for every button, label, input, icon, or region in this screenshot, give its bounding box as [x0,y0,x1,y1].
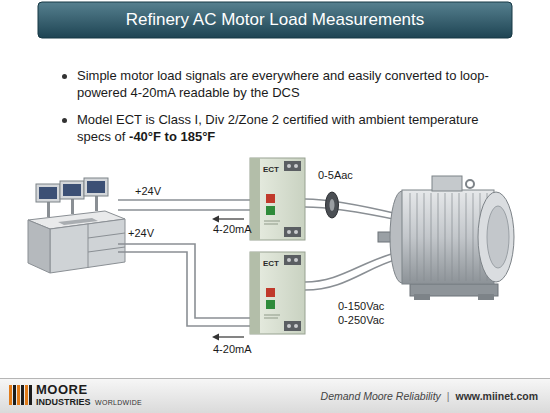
input-range: 0-5Aac [318,169,353,181]
model-label: ECT [263,259,279,268]
logo-text: INDUSTRIES [36,397,91,407]
input-range: 0-250Vac [338,314,384,326]
slide-title: Refinery AC Motor Load Measurements [38,2,512,38]
supply-voltage: +24V [135,185,161,197]
computer-workstation [28,178,125,273]
footer-tagline: Demand Moore Reliability | www.miinet.com [321,390,538,402]
bullet-text: -40°F to 185°F [129,129,215,144]
ac-motor [378,176,514,300]
bullet-dot [62,118,67,123]
title-bar [38,2,512,38]
signal-name: 4-20mA [213,343,252,355]
signal-module: ECT [250,252,305,334]
model-label: ECT [263,165,279,174]
title-text: Refinery AC Motor Load Measurements [126,10,425,30]
signal-name: 4-20mA [213,223,252,235]
tagline: Demand Moore Reliability [321,390,441,402]
footer-band [0,378,550,413]
bullet-text: Simple motor load signals are everywhere… [77,67,509,101]
web-address: www.miinet.com [456,390,538,402]
logo-text: MOORE [36,382,88,397]
signal-wires [118,200,250,326]
bullet-text: Simple motor load signals are everywhere… [77,68,489,100]
logo-mark [9,385,32,405]
separator: | [447,390,450,402]
ect-module [250,158,305,240]
supply-voltage: +24V [128,227,154,239]
input-range: 0-150Vac [338,300,384,312]
bullet-dot [62,74,67,79]
motor-wires [305,199,398,290]
signal-module: ECT [250,158,305,240]
bullet-text: Model ECT is Class I, Div 2/Zone 2 certi… [77,111,509,145]
logo-text: WORLDWIDE [95,399,142,406]
ect-module [250,252,305,334]
current-transformer [326,192,339,218]
